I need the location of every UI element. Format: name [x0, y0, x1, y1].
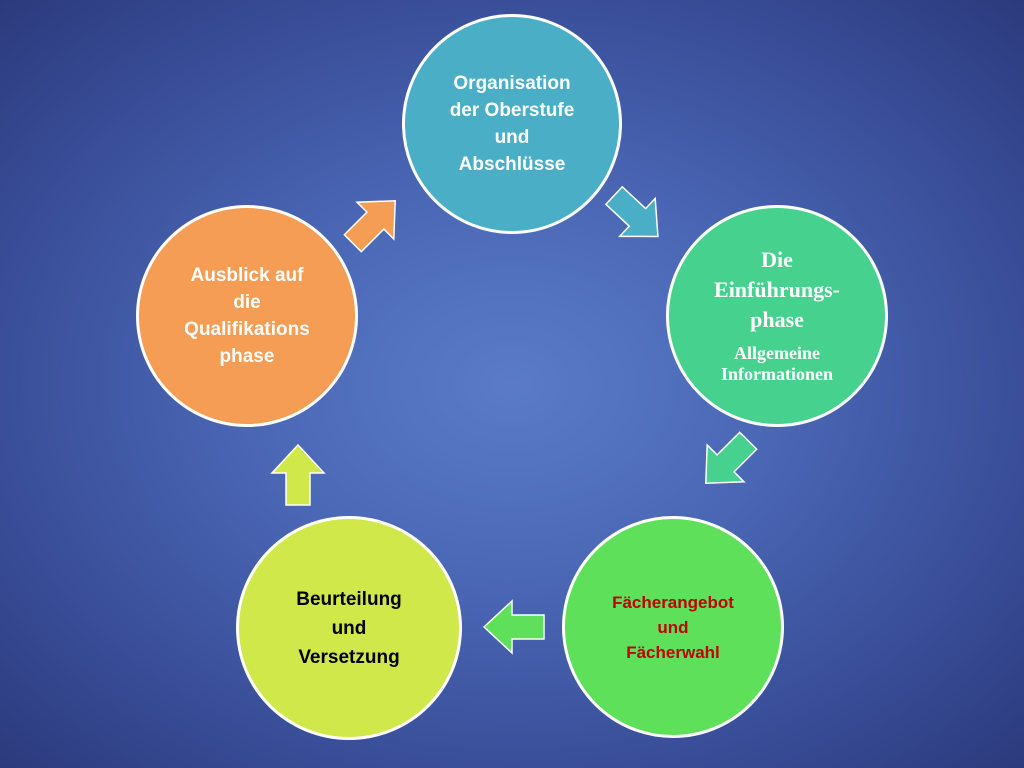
arrow-beurteilung-to-ausblick: [270, 443, 326, 506]
node-einfuehrungsphase: Die Einführungs- phase Allgemeine Inform…: [666, 205, 888, 427]
arrow-ausblick-to-organisation: [343, 200, 396, 253]
node-beurteilung-label: Beurteilung und Versetzung: [296, 588, 402, 668]
node-beurteilung-versetzung: Beurteilung und Versetzung: [236, 516, 462, 740]
node-ausblick-label: Ausblick auf die Qualifikations phase: [184, 265, 310, 367]
arrow-einfuehrung-to-faecher: [705, 431, 758, 484]
node-faecher-label: Fächerangebot und Fächerwahl: [612, 592, 734, 662]
node-faecherangebot: Fächerangebot und Fächerwahl: [562, 516, 784, 738]
arrow-faecher-to-beurteilung: [482, 599, 545, 655]
arrow-organisation-to-einfuehrung: [604, 185, 659, 238]
node-einfuehrung-subtitle: Allgemeine Informationen: [721, 343, 833, 384]
node-organisation-oberstufe: Organisation der Oberstufe und Abschlüss…: [402, 14, 622, 234]
node-einfuehrung-title: Die Einführungs- phase: [714, 247, 840, 332]
node-ausblick-qualifikationsphase: Ausblick auf die Qualifikations phase: [136, 205, 358, 427]
node-organisation-label: Organisation der Oberstufe und Abschlüss…: [449, 73, 575, 175]
